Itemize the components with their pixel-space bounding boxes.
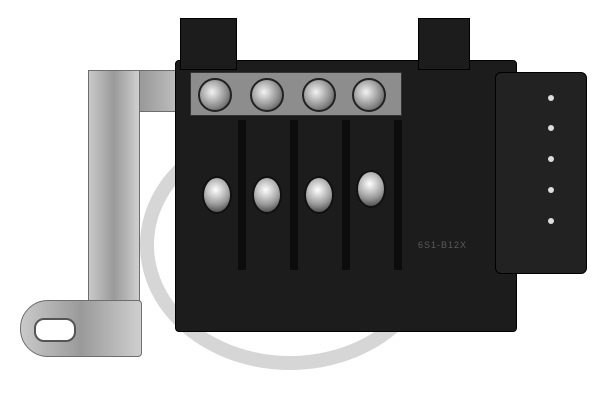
terminal-stud-1: [198, 78, 232, 112]
fuse-post-1: [202, 176, 232, 214]
metal-bracket-vertical: [88, 70, 140, 327]
clip-right: [418, 18, 470, 70]
fuse-post-2: [252, 176, 282, 214]
fuse-slot: [342, 120, 350, 270]
connector-pin: [548, 156, 554, 162]
connector-pin: [548, 187, 554, 193]
connector-pin: [548, 125, 554, 131]
terminal-stud-4: [352, 78, 386, 112]
terminal-stud-2: [250, 78, 284, 112]
terminal-stud-3: [302, 78, 336, 112]
connector-pin: [548, 218, 554, 224]
fuse-slot: [394, 120, 402, 270]
fuse-post-4: [356, 170, 386, 208]
fuse-slot: [290, 120, 298, 270]
fuse-slot: [238, 120, 246, 270]
fuse-post-3: [304, 176, 334, 214]
mounting-hole: [34, 318, 76, 342]
side-connector: [495, 72, 587, 274]
part-label: 6S1-B12X: [418, 240, 468, 250]
clip-left: [180, 18, 237, 70]
connector-pin: [548, 95, 554, 101]
